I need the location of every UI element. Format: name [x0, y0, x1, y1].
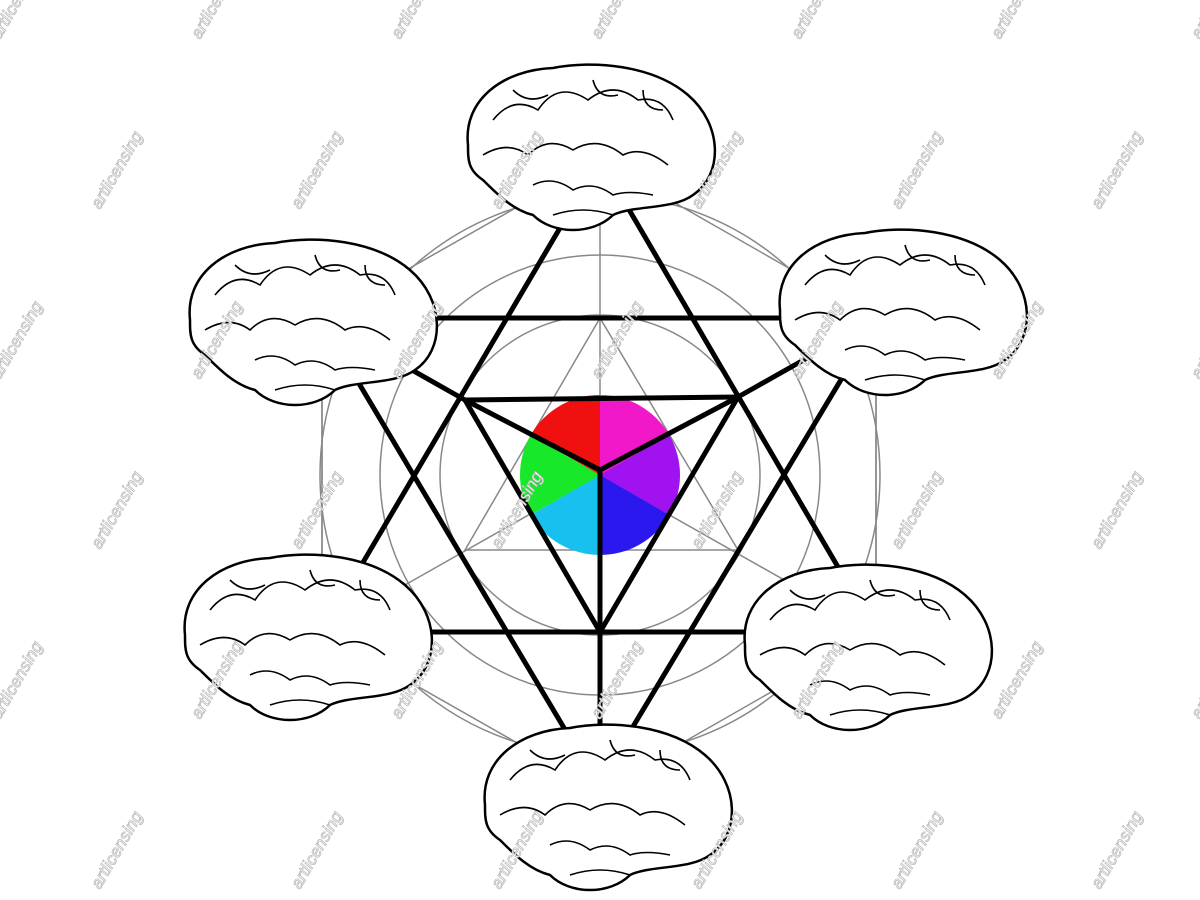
brain-illustration: [778, 228, 1029, 397]
watermark-text: artlicensing: [587, 0, 647, 42]
watermark-text: artlicensing: [1187, 638, 1200, 722]
brain-illustration: [466, 63, 717, 232]
brain-illustration: [183, 553, 434, 722]
wheel-segment: [520, 435, 600, 515]
watermark-text: artlicensing: [587, 298, 647, 382]
watermark-text: artlicensing: [987, 0, 1047, 42]
watermark-text: artlicensing: [387, 0, 447, 42]
watermark-text: artlicensing: [987, 638, 1047, 722]
watermark-text: artlicensing: [0, 0, 47, 42]
brain-illustration: [743, 563, 994, 732]
watermark-text: artlicensing: [787, 0, 847, 42]
wheel-segment: [600, 395, 670, 475]
wheel-segment: [600, 435, 680, 515]
watermark-text: artlicensing: [87, 128, 147, 212]
brain-illustration: [188, 238, 439, 407]
watermark-text: artlicensing: [187, 0, 247, 42]
watermark-text: artlicensing: [0, 298, 47, 382]
wheel-segment: [530, 475, 600, 555]
wheel-segment: [530, 395, 600, 475]
watermark-text: artlicensing: [1087, 128, 1147, 212]
watermark-text: artlicensing: [887, 128, 947, 212]
watermark-text: artlicensing: [887, 468, 947, 552]
watermark-text: artlicensing: [587, 638, 647, 722]
color-wheel: [520, 395, 680, 555]
watermark-text: artlicensing: [87, 468, 147, 552]
watermark-text: artlicensing: [287, 808, 347, 892]
watermark-text: artlicensing: [0, 638, 47, 722]
watermark-text: artlicensing: [1187, 0, 1200, 42]
watermark-text: artlicensing: [1187, 298, 1200, 382]
brain-illustration: [483, 723, 734, 892]
wheel-segment: [600, 475, 670, 555]
watermark-text: artlicensing: [287, 468, 347, 552]
watermark-text: artlicensing: [1087, 468, 1147, 552]
watermark-text: artlicensing: [287, 128, 347, 212]
watermark-text: artlicensing: [87, 808, 147, 892]
watermark-text: artlicensing: [1087, 808, 1147, 892]
watermark-text: artlicensing: [887, 808, 947, 892]
